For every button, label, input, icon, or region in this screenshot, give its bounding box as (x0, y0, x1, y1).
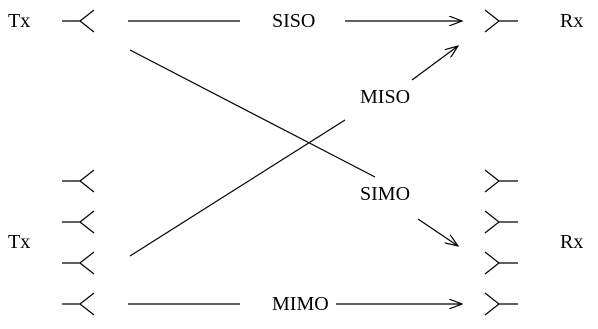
rx-bottom-label: Rx (560, 231, 583, 253)
simo-line (129, 49, 376, 178)
rx-antenna-icon (484, 292, 518, 316)
rx-top-label: Rx (560, 10, 583, 32)
mimo-label: MIMO (272, 293, 329, 315)
simo-arrow (417, 218, 458, 246)
tx-top-label: Tx (8, 10, 30, 32)
miso-label: MISO (360, 86, 410, 108)
tx-top-antenna-icon (62, 9, 95, 33)
tx-antenna-icon (62, 210, 95, 234)
tx-antenna-icon (62, 169, 95, 193)
tx-antenna-icon (62, 251, 95, 275)
tx-bottom-antenna-array (62, 169, 95, 316)
rx-top-antenna-icon (484, 9, 518, 33)
miso-arrow (411, 46, 458, 81)
tx-antenna-icon (62, 292, 95, 316)
simo-label: SIMO (360, 183, 410, 205)
miso-line (129, 119, 346, 257)
rx-antenna-icon (484, 210, 518, 234)
rx-bottom-antenna-array (484, 169, 518, 316)
siso-label: SISO (272, 10, 315, 32)
rx-antenna-icon (484, 169, 518, 193)
rx-antenna-icon (484, 251, 518, 275)
tx-bottom-label: Tx (8, 231, 30, 253)
